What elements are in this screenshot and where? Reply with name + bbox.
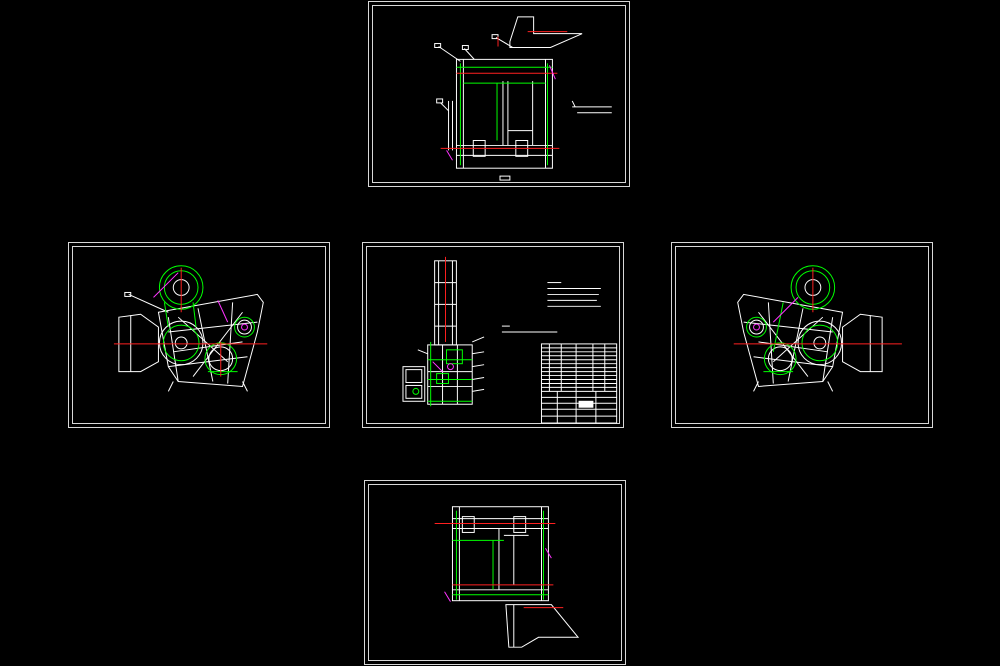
drawing-sheet-bottom [364,480,626,665]
sheet-inner-frame [675,246,929,424]
drawing-sheet-top [368,1,630,187]
side-view-mirrored-drawing [733,265,902,392]
assembly-drawing [402,256,618,424]
drawing-sheet-right [671,242,933,428]
bottom-view-drawing [434,506,580,648]
sheet-inner-frame [368,484,622,661]
sheet-inner-frame [366,246,620,424]
top-view-drawing [434,16,612,181]
sheet-inner-frame [372,5,626,183]
side-view-drawing [113,265,268,392]
drawing-sheet-center [362,242,624,428]
drawing-sheet-left [68,242,330,428]
sheet-inner-frame [72,246,326,424]
